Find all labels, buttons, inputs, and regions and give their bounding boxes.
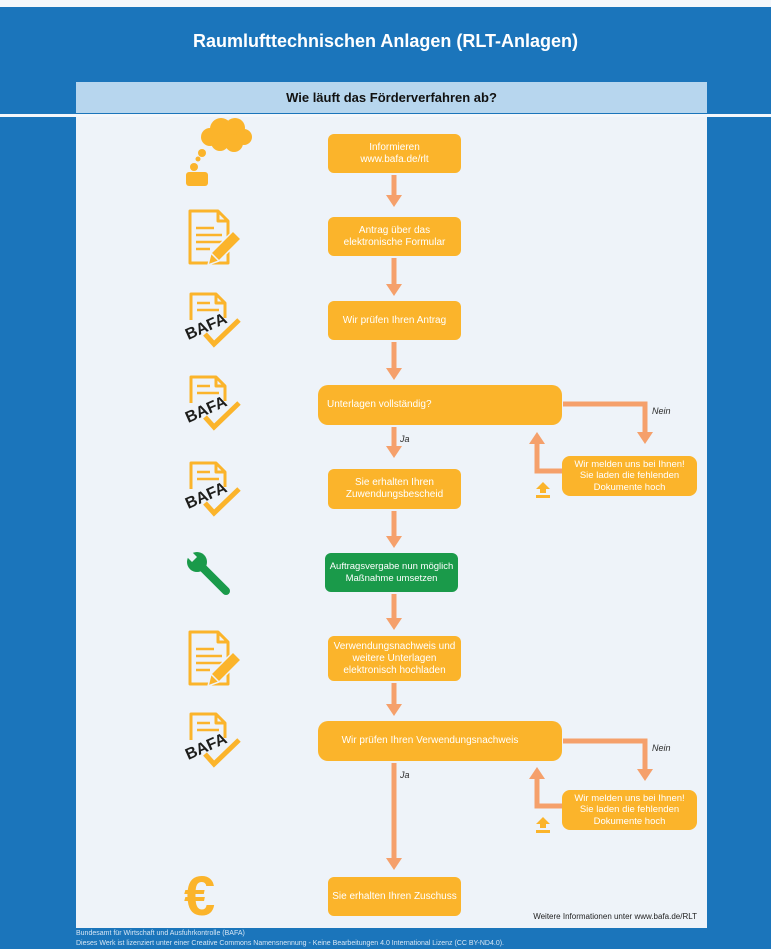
step-line: weitere Unterlagen xyxy=(352,652,437,664)
page-fold xyxy=(214,377,225,388)
page-fold xyxy=(216,211,228,223)
more-info-text: Weitere Informationen unter www.bafa.de/… xyxy=(533,912,697,921)
check-mark xyxy=(203,738,241,768)
wrench-icon xyxy=(184,549,230,595)
page-fold xyxy=(214,463,225,474)
arrow-no-to-missing-documents-1 xyxy=(563,401,653,444)
document-pencil-icon xyxy=(188,209,243,267)
heading-band: Wie läuft das Förderverfahren ab? xyxy=(76,82,707,113)
arrow-inform-to-application xyxy=(386,175,402,207)
step-funding-notice: Sie erhalten Ihren Zuwendungsbescheid xyxy=(328,469,461,509)
pencil-tip-line xyxy=(210,252,220,262)
divider-line xyxy=(0,114,771,117)
step-line: Wir prüfen Ihren Antrag xyxy=(342,314,447,326)
step-inform: Informieren www.bafa.de/rlt xyxy=(328,134,461,173)
upload-icon xyxy=(536,817,550,833)
text-lines xyxy=(197,470,219,481)
top-edge-strip xyxy=(0,0,771,7)
no-label: Nein xyxy=(652,743,671,753)
upload-icon xyxy=(536,482,550,498)
feedback-line: Dokumente hoch xyxy=(593,481,666,493)
upload-base xyxy=(536,830,550,833)
step-grant: Sie erhalten Ihren Zuschuss xyxy=(328,877,461,916)
license-text: Dieses Werk ist lizenziert unter einer C… xyxy=(76,940,504,947)
wrench-handle xyxy=(196,561,230,595)
bafa-stamp-check-icon: BAFA xyxy=(183,292,241,348)
bafa-stamp-check-icon: BAFA xyxy=(183,712,241,768)
missing-documents-box: Wir melden uns bei Ihnen! Sie laden die … xyxy=(562,456,697,496)
thought-bubble-person-icon xyxy=(186,118,252,186)
step-line: elektronisch hochladen xyxy=(343,664,446,676)
arrow-no-to-missing-documents-2 xyxy=(563,738,653,781)
no-label: Nein xyxy=(652,406,671,416)
step-line: Maßnahme umsetzen xyxy=(345,572,438,584)
arrow-application-to-review xyxy=(386,258,402,296)
missing-documents-box: Wir melden uns bei Ihnen! Sie laden die … xyxy=(562,790,697,830)
decision-review-proof: Wir prüfen Ihren Verwendungsnachweis xyxy=(318,721,562,761)
arrow-yes-to-funding-notice xyxy=(386,427,402,458)
arrow-return-to-decision-1 xyxy=(529,432,562,474)
bafa-stamp-check-icon: BAFA xyxy=(183,375,241,431)
page-fold xyxy=(214,714,225,725)
pencil xyxy=(206,650,243,688)
document-pencil-icon xyxy=(188,630,243,688)
yes-label: Ja xyxy=(400,434,410,444)
feedback-line: Wir melden uns bei Ihnen! xyxy=(574,792,685,804)
step-line: Auftragsvergabe nun möglich xyxy=(329,560,454,572)
step-line: www.bafa.de/rlt xyxy=(360,153,429,165)
step-line: Antrag über das xyxy=(358,224,431,236)
publisher-text: Bundesamt für Wirtschaft und Ausfuhrkont… xyxy=(76,930,245,937)
arrow-upload-to-review-proof xyxy=(386,683,402,716)
text-lines xyxy=(197,384,219,395)
step-line: Zuwendungsbescheid xyxy=(345,489,444,500)
text-lines xyxy=(196,226,222,251)
step-review-application: Wir prüfen Ihren Antrag xyxy=(328,301,461,340)
decision-line: Wir prüfen Ihren Verwendungsnachweis xyxy=(341,735,519,746)
decision-documents-complete: Unterlagen vollständig? xyxy=(318,385,562,425)
step-line: Informieren xyxy=(369,141,420,153)
feedback-line: Sie laden die fehlenden xyxy=(579,470,680,482)
bafa-stamp-check-icon: BAFA xyxy=(183,461,241,517)
text-lines xyxy=(197,301,219,312)
thought-cloud xyxy=(195,118,252,162)
arrow-return-to-decision-2 xyxy=(529,767,562,809)
step-line: Verwendungsnachweis und xyxy=(333,640,456,652)
person-figure xyxy=(186,163,208,186)
feedback-line: Dokumente hoch xyxy=(593,815,666,827)
upload-base xyxy=(536,495,550,498)
decision-line: Unterlagen vollständig? xyxy=(327,399,432,410)
pencil xyxy=(206,229,243,267)
feedback-line: Sie laden die fehlenden xyxy=(579,804,680,816)
yes-label: Ja xyxy=(400,770,410,780)
feedback-line: Wir melden uns bei Ihnen! xyxy=(574,458,685,470)
step-line: Sie erhalten Ihren Zuschuss xyxy=(332,890,457,902)
arrow-award-to-upload xyxy=(386,594,402,630)
wrench-jaw xyxy=(184,549,197,562)
arrow-yes-to-grant xyxy=(386,763,402,870)
step-award-contract: Auftragsvergabe nun möglich Maßnahme ums… xyxy=(325,553,458,592)
step-line: Sie erhalten Ihren xyxy=(355,477,434,488)
euro-icon: € xyxy=(184,864,215,927)
text-lines xyxy=(196,647,222,672)
euro-glyph: € xyxy=(184,864,215,927)
upload-arrow xyxy=(536,817,550,828)
page-fold xyxy=(214,294,225,305)
check-mark xyxy=(203,487,241,517)
step-application: Antrag über das elektronische Formular xyxy=(328,217,461,256)
page-title: Raumlufttechnischen Anlagen (RLT-Anlagen… xyxy=(192,31,578,51)
upload-arrow xyxy=(536,482,550,493)
step-upload-proof: Verwendungsnachweis und weitere Unterlag… xyxy=(328,636,461,681)
text-lines xyxy=(197,721,219,732)
page-heading: Wie läuft das Förderverfahren ab? xyxy=(286,90,497,105)
arrow-review-to-decision xyxy=(386,342,402,380)
step-line: elektronische Formular xyxy=(343,236,446,248)
page-fold xyxy=(216,632,228,644)
pencil-tip-line xyxy=(210,673,220,683)
check-mark xyxy=(203,401,241,431)
check-mark xyxy=(203,318,241,348)
arrow-notice-to-award xyxy=(386,511,402,548)
